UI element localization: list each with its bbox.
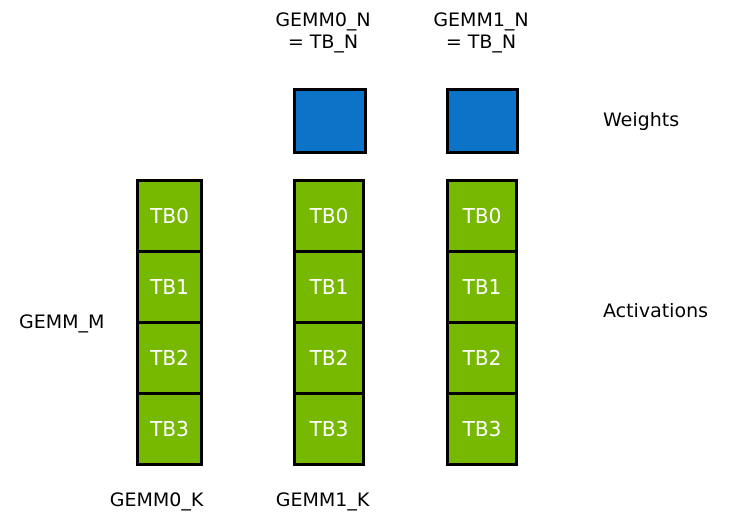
thread-block-tb3: TB3 xyxy=(446,392,518,466)
activation-column-1: TB0 TB1 TB2 TB3 xyxy=(293,179,365,466)
activations-label: Activations xyxy=(603,300,709,322)
thread-block-tb1: TB1 xyxy=(293,250,365,324)
gemm1-n-label: GEMM1_N = TB_N xyxy=(381,9,581,53)
gemm0-n-label: GEMM0_N = TB_N xyxy=(223,9,423,53)
weights-tile-gemm0 xyxy=(293,88,367,154)
thread-block-tb0: TB0 xyxy=(446,179,518,253)
weights-tile-gemm1 xyxy=(446,88,519,154)
thread-block-tb2: TB2 xyxy=(136,321,203,395)
thread-block-tb3: TB3 xyxy=(136,392,203,466)
activation-column-2: TB0 TB1 TB2 TB3 xyxy=(446,179,518,466)
gemm1-k-label: GEMM1_K xyxy=(275,489,370,511)
activation-column-0: TB0 TB1 TB2 TB3 xyxy=(136,179,203,466)
gemm0-n-line1: GEMM0_N xyxy=(275,9,371,31)
thread-block-tb1: TB1 xyxy=(136,250,203,324)
thread-block-tb3: TB3 xyxy=(293,392,365,466)
gemm1-n-line2: = TB_N xyxy=(445,31,517,53)
gemm-m-label: GEMM_M xyxy=(19,311,105,333)
thread-block-tb0: TB0 xyxy=(293,179,365,253)
gemm1-n-line1: GEMM1_N xyxy=(433,9,529,31)
gemm0-k-label: GEMM0_K xyxy=(109,489,204,511)
weights-label: Weights xyxy=(603,109,680,131)
thread-block-tb2: TB2 xyxy=(446,321,518,395)
thread-block-tb1: TB1 xyxy=(446,250,518,324)
gemm0-n-line2: = TB_N xyxy=(287,31,359,53)
thread-block-tb2: TB2 xyxy=(293,321,365,395)
thread-block-tb0: TB0 xyxy=(136,179,203,253)
